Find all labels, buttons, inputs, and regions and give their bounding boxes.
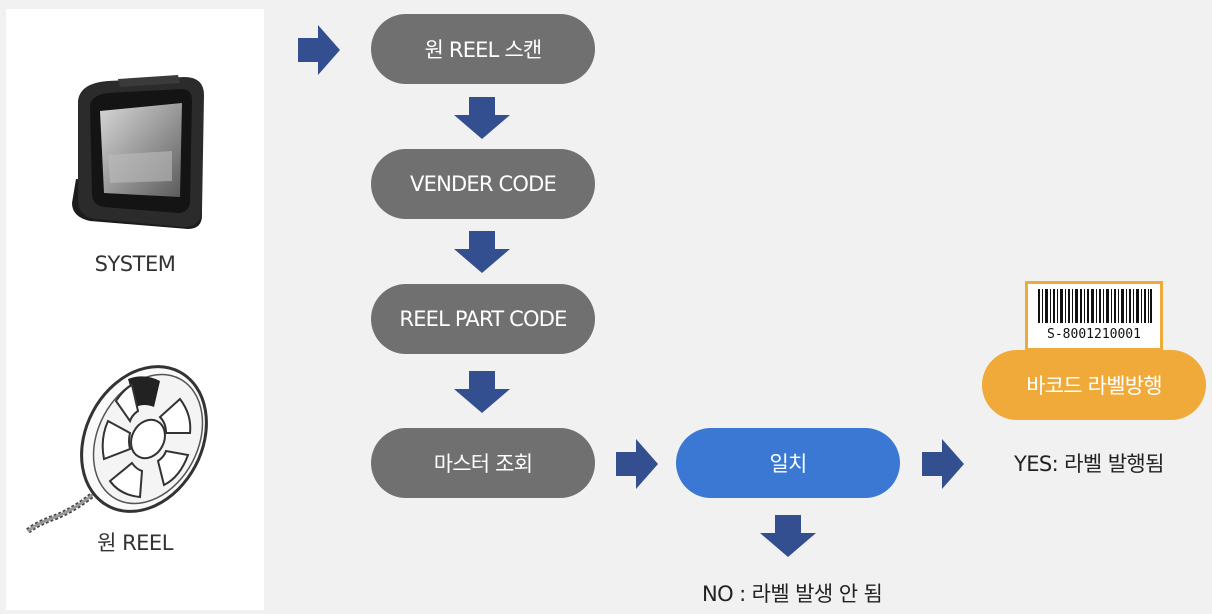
arrow-down-icon [454, 97, 510, 139]
system-caption: SYSTEM [94, 252, 176, 276]
yes-outcome-text: YES: 라벨 발행됨 [1014, 452, 1164, 476]
film-reel-icon [26, 365, 208, 534]
barcode-icon [1038, 289, 1152, 323]
arrow-down-icon [454, 371, 510, 413]
step-master-lookup: 마스터 조회 [371, 428, 595, 498]
reel-caption: 원 REEL [97, 531, 173, 555]
left-panel: SYSTEM 원 REEL [6, 9, 264, 610]
step-scan-reel: 원 REEL 스캔 [371, 14, 595, 84]
barcode-scanner-icon [72, 75, 204, 229]
arrow-right-icon [298, 25, 340, 75]
arrow-down-icon [454, 231, 510, 273]
arrow-down-icon [760, 515, 816, 557]
step-vender-code: VENDER CODE [371, 149, 595, 219]
barcode-label: S-8001210001 [1025, 281, 1163, 351]
barcode-number: S-8001210001 [1047, 327, 1141, 342]
match-node: 일치 [676, 428, 900, 498]
no-outcome-text: NO : 라벨 발생 안 됨 [702, 582, 883, 606]
arrow-right-icon [922, 439, 964, 489]
arrow-right-icon [616, 439, 658, 489]
step-reel-part-code: REEL PART CODE [371, 284, 595, 354]
issue-label-node: 바코드 라벨방행 [982, 350, 1206, 420]
